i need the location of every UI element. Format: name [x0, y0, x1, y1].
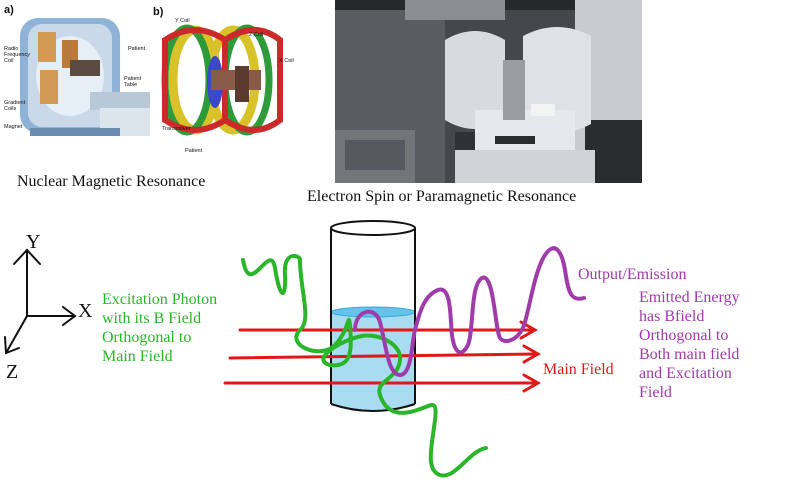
- main-field-arrow-2: [228, 352, 538, 360]
- x-coil-label: X Coil: [279, 58, 294, 64]
- panel-a-letter: a): [4, 4, 14, 16]
- patient-label-a: Patient: [128, 46, 146, 52]
- z-axis-label: Z: [6, 361, 19, 383]
- excitation-line-4: Main Field: [102, 348, 173, 365]
- gradient-coils-label: Gradient Coils: [4, 100, 26, 112]
- patient-label-b: Patient: [185, 148, 203, 154]
- z-coil-label: Z Coil: [249, 32, 264, 38]
- x-axis-label: X: [78, 300, 93, 322]
- excitation-wave: [241, 253, 488, 478]
- nmr-caption: Nuclear Magnetic Resonance: [17, 173, 206, 190]
- mri-scanner-illustration: [0, 0, 155, 162]
- panel-b-letter: b): [153, 6, 164, 18]
- rf-coil-label: Radio Frequency Coil: [4, 46, 30, 64]
- magnet-label: Magnet: [4, 124, 23, 130]
- y-axis-label: Y: [26, 231, 41, 253]
- epr-caption: Electron Spin or Paramagnetic Resonance: [307, 188, 577, 205]
- z-axis-line: [5, 315, 28, 354]
- y-coil-label: Y Coil: [175, 18, 190, 24]
- main-field-arrows: [223, 320, 542, 393]
- sample-tube: [330, 220, 416, 412]
- coordinate-axes: [4, 248, 77, 355]
- output-line-5: and Excitation: [639, 365, 732, 382]
- main-field-arrowhead-2: [522, 344, 542, 364]
- y-axis-arrowhead: [13, 248, 41, 265]
- emission-wave: [353, 246, 586, 377]
- output-title: Output/Emission: [578, 266, 687, 283]
- patient-table-label: Patient Table: [124, 76, 142, 88]
- excitation-line-2: with its B Field: [102, 310, 202, 327]
- output-line-1: Emitted Energy: [639, 289, 740, 306]
- x-axis-arrowhead: [62, 306, 77, 326]
- epr-spectrometer-illustration: [335, 0, 642, 183]
- nmr-image: a) Radio Frequency Coil Patient Patient …: [0, 0, 300, 162]
- main-field-arrowhead-3: [522, 373, 542, 393]
- excitation-label: Excitation Photon with its B Field Ortho…: [102, 290, 217, 366]
- gradient-coil-illustration: [155, 0, 300, 162]
- excitation-line-1: Excitation Photon: [102, 291, 218, 308]
- tube-bottom: [330, 403, 416, 412]
- output-line-3: Orthogonal to: [639, 327, 729, 344]
- epr-photo: [335, 0, 642, 183]
- main-field-label: Main Field: [543, 361, 614, 378]
- z-axis-arrowhead: [4, 336, 20, 355]
- output-description: Emitted Energy has Bfield Orthogonal to …: [639, 288, 740, 402]
- excitation-line-3: Orthogonal to: [102, 329, 192, 346]
- output-line-4: Both main field: [639, 346, 740, 363]
- output-line-2: has Bfield: [639, 308, 705, 325]
- transceiver-label: Transceiver: [162, 126, 191, 132]
- tube-rim: [330, 220, 416, 236]
- output-line-6: Field: [639, 384, 672, 401]
